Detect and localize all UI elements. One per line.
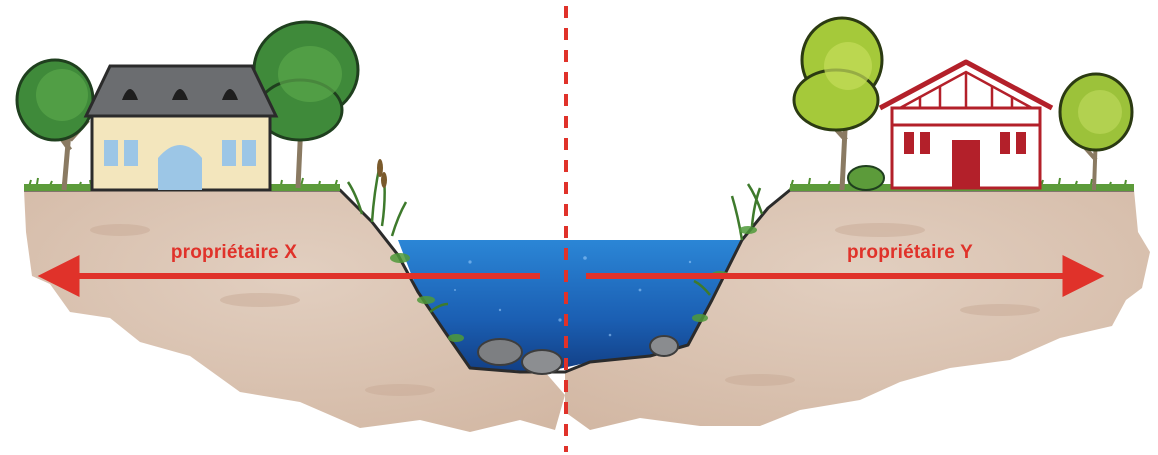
reed-heads: [377, 159, 387, 188]
tree-icon: [1060, 74, 1132, 190]
basque-house-icon: [880, 62, 1052, 188]
tree-icon: [17, 60, 93, 190]
bush-icon: [848, 166, 884, 190]
tree-icon: [794, 18, 882, 190]
right-owner-label: propriétaire Y: [847, 242, 973, 263]
manor-house-icon: [86, 66, 276, 190]
left-owner-label: propriétaire X: [171, 242, 297, 263]
